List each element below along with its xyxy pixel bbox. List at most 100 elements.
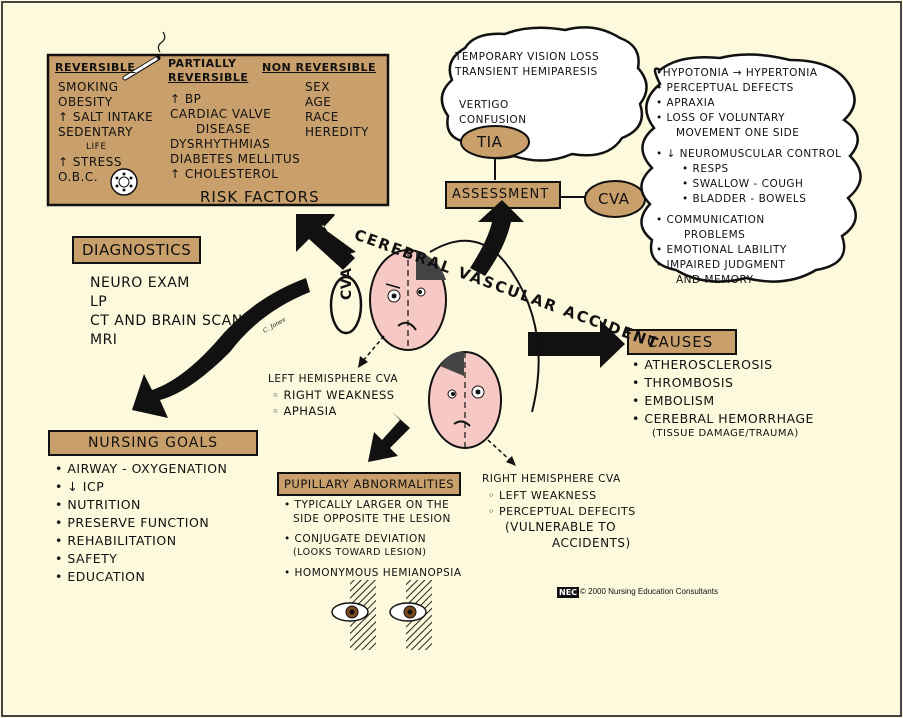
cigarette-icon — [122, 31, 166, 81]
list-item: HEREDITY — [305, 125, 369, 139]
copyright-text: © 2000 Nursing Education Consultants — [580, 587, 718, 596]
list-item: • IMPAIRED JUDGMENT — [656, 259, 786, 271]
tia-list: TEMPORARY VISION LOSS TRANSIENT HEMIPARE… — [455, 50, 599, 128]
diagnostics-list: NEURO EXAM LP CT AND BRAIN SCAN MRI — [90, 274, 243, 350]
arrow-to-assessment — [470, 200, 524, 276]
list-item: TYPICALLY LARGER ON THE — [284, 498, 462, 512]
list-item: • EMOTIONAL LABILITY — [656, 244, 787, 256]
list-item: REHABILITATION — [55, 532, 227, 550]
list-item: PRESERVE FUNCTION — [55, 514, 227, 532]
right-hemisphere-list: LEFT WEAKNESS PERCEPTUAL DEFECITS — [488, 488, 636, 520]
cva-abbr: CVA — [339, 267, 355, 301]
left-hemisphere-title: LEFT HEMISPHERE CVA — [268, 373, 399, 385]
right-hemisphere-title: RIGHT HEMISPHERE CVA — [482, 473, 621, 485]
cva-oval — [329, 275, 363, 335]
pupillary-list: TYPICALLY LARGER ON THE SIDE OPPOSITE TH… — [284, 498, 462, 580]
arrow-to-nursing-goals — [132, 278, 310, 418]
causes-note: (TISSUE DAMAGE/TRAUMA) — [652, 428, 799, 439]
list-item: AND MEMORY — [676, 274, 754, 286]
list-item: TRANSIENT HEMIPARESIS — [455, 66, 598, 78]
nursing-goals-list: AIRWAY - OXYGENATION ↓ ICP NUTRITION PRE… — [55, 460, 227, 586]
hemianopsia-eyes-icon — [331, 580, 432, 650]
list-item: LP — [90, 294, 108, 310]
list-item: • COMMUNICATION — [656, 214, 765, 226]
list-item: RACE — [305, 110, 339, 124]
list-item: CEREBRAL HEMORRHAGE — [632, 410, 814, 428]
list-item: SEX — [305, 80, 330, 94]
risk-partial-header-2: REVERSIBLE — [168, 71, 249, 84]
risk-nonrev-list: SEX AGE RACE HEREDITY — [305, 80, 369, 140]
assessment-label: ASSESSMENT — [452, 187, 550, 202]
arrow-to-causes — [528, 320, 625, 368]
right-hemisphere-note-2: ACCIDENTS) — [552, 536, 631, 550]
risk-partial-list: ↑ BP CARDIAC VALVE DISEASE DYSRHYTHMIAS … — [170, 92, 300, 182]
risk-reversible-list: SMOKING OBESITY ↑ SALT INTAKE SEDENTARY … — [58, 80, 153, 185]
pupillary-title: PUPILLARY ABNORMALITIES — [277, 472, 462, 496]
list-item: CONJUGATE DEVIATION — [284, 532, 462, 546]
list-item: DISEASE — [196, 122, 251, 136]
list-item: THROMBOSIS — [632, 374, 814, 392]
risk-reversible-header: REVERSIBLE — [55, 61, 136, 74]
list-item: ↑ CHOLESTEROL — [170, 167, 279, 181]
list-item: APHASIA — [272, 403, 395, 419]
list-item: O.B.C. — [58, 170, 99, 184]
list-item: SAFETY — [55, 550, 227, 568]
list-item: ↑ STRESS — [58, 155, 122, 169]
list-item: MRI — [90, 332, 118, 348]
list-item: CT AND BRAIN SCAN — [90, 313, 243, 329]
list-item: PROBLEMS — [684, 229, 746, 241]
list-item: AIRWAY - OXYGENATION — [55, 460, 227, 478]
list-item: NUTRITION — [55, 496, 227, 514]
arrow-to-pupillary — [368, 412, 410, 462]
list-item: VERTIGO — [459, 99, 509, 111]
right-hemisphere-note-1: (VULNERABLE TO — [505, 520, 617, 534]
list-item: • APRAXIA — [656, 97, 716, 109]
list-item: ↓ ICP — [55, 478, 227, 496]
risk-nonrev-header: NON REVERSIBLE — [262, 61, 376, 74]
nursing-goals-title: NURSING GOALS — [48, 430, 258, 456]
list-item: SIDE OPPOSITE THE LESION — [293, 513, 451, 525]
list-item: AGE — [305, 95, 332, 109]
face-right-hemisphere — [428, 351, 502, 449]
arrow-to-risk-factors — [296, 214, 356, 270]
list-item: • RESPS — [682, 163, 729, 175]
list-item: NEURO EXAM — [90, 275, 190, 291]
list-item: • BLADDER - BOWELS — [682, 193, 807, 205]
list-item: CONFUSION — [459, 114, 527, 126]
cva-symptoms-list: •HYPOTONIA → HYPERTONIA • PERCEPTUAL DEF… — [656, 66, 842, 288]
list-item: DYSRHYTHMIAS — [170, 137, 271, 151]
list-item: ATHEROSCLEROSIS — [632, 356, 814, 374]
list-item: • ↓ NEUROMUSCULAR CONTROL — [656, 148, 842, 160]
list-item: • LOSS OF VOLUNTARY — [656, 112, 786, 124]
left-hemisphere-list: RIGHT WEAKNESS APHASIA — [272, 387, 395, 419]
cva-target-label: CVA — [598, 190, 630, 208]
list-item: MOVEMENT ONE SIDE — [676, 127, 800, 139]
list-item: TEMPORARY VISION LOSS — [455, 51, 600, 63]
diagnostics-title: DIAGNOSTICS — [72, 236, 202, 264]
list-item: SMOKING — [58, 80, 119, 94]
list-item: PERCEPTUAL DEFECITS — [488, 504, 636, 520]
list-item: EMBOLISM — [632, 392, 814, 410]
list-item: (LOOKS TOWARD LESION) — [293, 547, 427, 558]
risk-factors-box — [46, 53, 390, 207]
causes-box — [627, 329, 737, 355]
list-item: • PERCEPTUAL DEFECTS — [656, 82, 794, 94]
risk-partial-header-1: PARTIALLY — [168, 57, 237, 70]
pill-pack-icon — [110, 168, 138, 196]
tia-label: TIA — [477, 133, 503, 151]
face-left-hemisphere — [369, 249, 447, 351]
list-item: HOMONYMOUS HEMIANOPSIA — [284, 566, 462, 580]
list-item: OBESITY — [58, 95, 113, 109]
list-item: SEDENTARY — [58, 125, 134, 139]
risk-factors-title: RISK FACTORS — [200, 188, 320, 206]
list-item: ↑ BP — [170, 92, 202, 106]
causes-title: CAUSES — [647, 333, 714, 351]
list-item: RIGHT WEAKNESS — [272, 387, 395, 403]
list-item: EDUCATION — [55, 568, 227, 586]
causes-list: ATHEROSCLEROSIS THROMBOSIS EMBOLISM CERE… — [632, 356, 814, 428]
list-item: DIABETES MELLITUS — [170, 152, 301, 166]
list-item: • SWALLOW - COUGH — [682, 178, 804, 190]
cva-cloud — [640, 53, 862, 283]
